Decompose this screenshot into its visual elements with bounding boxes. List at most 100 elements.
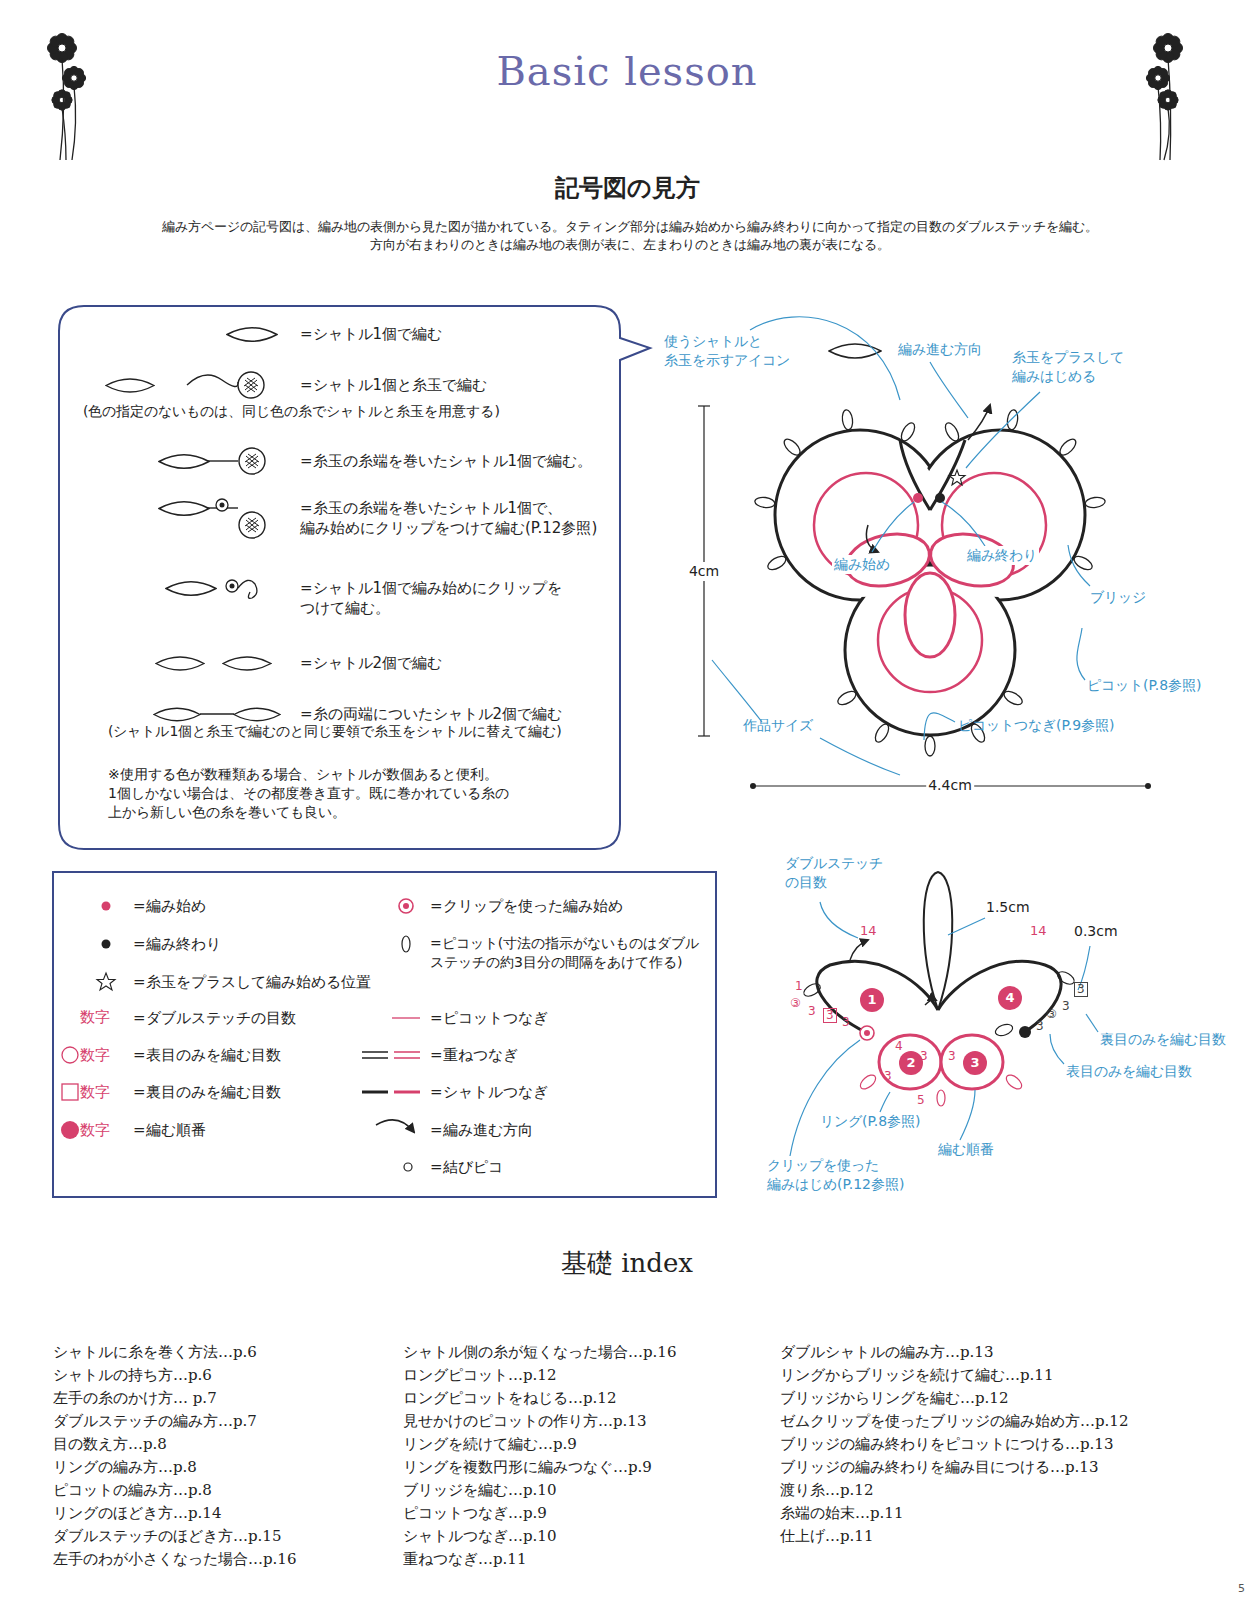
page-title: Basic lesson xyxy=(496,44,757,98)
legend-text: =シャトル1個で編む xyxy=(300,324,442,344)
legend-text: =シャトル2個で編む xyxy=(300,653,442,673)
note-text: ダブルステッチ の目数 xyxy=(785,854,895,892)
note-text: ※使用する色が数種類ある場合、シャトルが数個あると便利。 1個しかない場合は、そ… xyxy=(108,765,548,822)
note-text: 3 xyxy=(842,1014,850,1030)
legend-text: =ピコット(寸法の指示がないものはダブル ステッチの約3目分の間隔をあけて作る) xyxy=(430,934,730,972)
index-entry: 糸端の始末…p.11 xyxy=(780,1503,903,1523)
note-text: 基礎 index xyxy=(561,1246,693,1281)
index-entry: リングを続けて編む…p.9 xyxy=(403,1434,577,1454)
legend-text: =結びピコ xyxy=(430,1157,503,1177)
note-text: 数字 xyxy=(80,1082,110,1102)
note-text: 1 xyxy=(795,978,803,994)
index-entry: リングからブリッジを続けて編む…p.11 xyxy=(780,1365,1053,1385)
note-text: 糸玉をプラスして 編みはじめる xyxy=(1012,348,1152,386)
index-entry: 左手のわが小さくなった場合…p.16 xyxy=(53,1549,296,1569)
callout-number: 2 xyxy=(899,1051,923,1075)
note-text: 作品サイズ xyxy=(743,716,813,735)
note-text: (色の指定のないものは、同じ色の糸でシャトルと糸玉を用意する) xyxy=(83,402,500,421)
index-entry: ロングピコットをねじる…p.12 xyxy=(403,1388,616,1408)
legend-text: =糸玉の糸端を巻いたシャトル1個で編む。 xyxy=(300,451,592,471)
index-entry: ダブルシャトルの編み方…p.13 xyxy=(780,1342,993,1362)
note-text: 数字 xyxy=(80,1045,110,1065)
index-entry: 見せかけのピコットの作り方…p.13 xyxy=(403,1411,646,1431)
note-text: 5 xyxy=(917,1092,925,1108)
note-text: 14 xyxy=(860,922,877,940)
note-text: 0.3cm xyxy=(1074,922,1118,941)
index-entry: 目の数え方…p.8 xyxy=(53,1434,167,1454)
index-entry: リングを複数円形に編みつなぐ…p.9 xyxy=(403,1457,652,1477)
legend-text: =ダブルステッチの目数 xyxy=(133,1008,296,1028)
index-entry: 渡り糸…p.12 xyxy=(780,1480,873,1500)
index-entry: ブリッジを編む…p.10 xyxy=(403,1480,556,1500)
index-entry: シャトル側の糸が短くなった場合…p.16 xyxy=(403,1342,676,1362)
note-text: ブリッジ xyxy=(1090,588,1146,607)
legend-text: =糸玉の糸端を巻いたシャトル1個で、 編み始めにクリップをつけて編む(P.12参… xyxy=(300,498,630,539)
note-text: ③ xyxy=(790,995,801,1011)
index-entry: ロングピコット…p.12 xyxy=(403,1365,556,1385)
legend-text: =糸玉をプラスして編み始める位置 xyxy=(133,972,371,992)
note-text: 3 xyxy=(1074,982,1088,997)
index-entry: シャトルつなぎ…p.10 xyxy=(403,1526,556,1546)
note-text: ピコット(P.8参照) xyxy=(1087,676,1202,695)
bubble-frame xyxy=(59,306,650,849)
index-entry: ピコットつなぎ…p.9 xyxy=(403,1503,547,1523)
note-text: リング(P.8参照) xyxy=(820,1112,921,1131)
note-text: 記号図の見方 xyxy=(555,172,700,204)
index-entry: ブリッジからリングを編む…p.12 xyxy=(780,1388,1008,1408)
note-text: 編む順番 xyxy=(938,1140,994,1159)
index-entry: ピコットの編み方…p.8 xyxy=(53,1480,212,1500)
note-text: 編み始め xyxy=(832,555,892,574)
index-entry: ブリッジの編み終わりをピコットにつける…p.13 xyxy=(780,1434,1113,1454)
note-text: 1.5cm xyxy=(986,898,1030,917)
note-text: 数字 xyxy=(80,1120,110,1140)
note-text: 数字 xyxy=(80,1007,110,1027)
note-text: 3 xyxy=(808,1003,816,1019)
index-entry: シャトルに糸を巻く方法…p.6 xyxy=(53,1342,257,1362)
note-text: 使うシャトルと 糸玉を示すアイコン xyxy=(664,332,814,370)
note-text: ③ xyxy=(1046,1006,1057,1022)
note-text: 4cm xyxy=(687,562,721,581)
callout-number: 3 xyxy=(963,1051,987,1075)
note-text: 編み進む方向 xyxy=(898,340,982,359)
note-text: 4 xyxy=(895,1038,903,1054)
legend-text: =ピコットつなぎ xyxy=(430,1008,548,1028)
note-text: 表目のみを編む目数 xyxy=(1066,1062,1192,1081)
note-text: 3 xyxy=(1062,998,1070,1014)
legend-text: =重ねつなぎ xyxy=(430,1045,518,1065)
index-entry: ブリッジの編み終わりを編み目につける…p.13 xyxy=(780,1457,1098,1477)
callout-number: 1 xyxy=(860,988,884,1012)
index-entry: 左手の糸のかけ方… p.7 xyxy=(53,1388,217,1408)
flower-motif xyxy=(754,405,1105,756)
note-text: 裏目のみを編む目数 xyxy=(1100,1030,1226,1049)
callout-number: 4 xyxy=(998,986,1022,1010)
index-entry: 重ねつなぎ…p.11 xyxy=(403,1549,526,1569)
note-text: 3 xyxy=(948,1048,956,1064)
note-text: クリップを使った 編みはじめ(P.12参照) xyxy=(767,1156,942,1194)
index-entry: リングの編み方…p.8 xyxy=(53,1457,197,1477)
index-entry: ダブルステッチの編み方…p.7 xyxy=(53,1411,257,1431)
legend-text: =表目のみを編む目数 xyxy=(133,1045,281,1065)
legend-text: =シャトル1個と糸玉で編む xyxy=(300,375,487,395)
legend-text: =クリップを使った編み始め xyxy=(430,896,623,916)
legend-text: =裏目のみを編む目数 xyxy=(133,1082,281,1102)
butterfly-motif xyxy=(802,872,1077,1106)
legend-text: =編み始め xyxy=(133,896,206,916)
note-text: ピコットつなぎ(P.9参照) xyxy=(958,716,1115,735)
note-text: 4.4cm xyxy=(926,776,974,795)
note-text: 3 xyxy=(1036,1018,1044,1034)
note-text: 14 xyxy=(1030,922,1047,940)
note-text: 編み終わり xyxy=(965,546,1039,565)
note-text: 3 xyxy=(884,1068,892,1084)
legend-text: =シャトル1個で編み始めにクリップを つけて編む。 xyxy=(300,578,570,619)
index-entry: ダブルステッチのほどき方…p.15 xyxy=(53,1526,281,1546)
legend-text: =糸の両端についたシャトル2個で編む xyxy=(300,704,562,724)
legend-frame xyxy=(53,872,716,1197)
legend-text: =編む順番 xyxy=(133,1120,206,1140)
index-entry: 仕上げ…p.11 xyxy=(780,1526,873,1546)
legend-text: =編み進む方向 xyxy=(430,1120,533,1140)
index-entry: シャトルの持ち方…p.6 xyxy=(53,1365,212,1385)
legend-text: =シャトルつなぎ xyxy=(430,1082,548,1102)
note-text: 3 xyxy=(823,1008,837,1023)
note-text: 編み方ページの記号図は、編み地の表側から見た図が描かれている。タティング部分は編… xyxy=(35,218,1225,253)
note-text: (シャトル1個と糸玉で編むのと同じ要領で糸玉をシャトルに替えて編む) xyxy=(108,722,562,741)
